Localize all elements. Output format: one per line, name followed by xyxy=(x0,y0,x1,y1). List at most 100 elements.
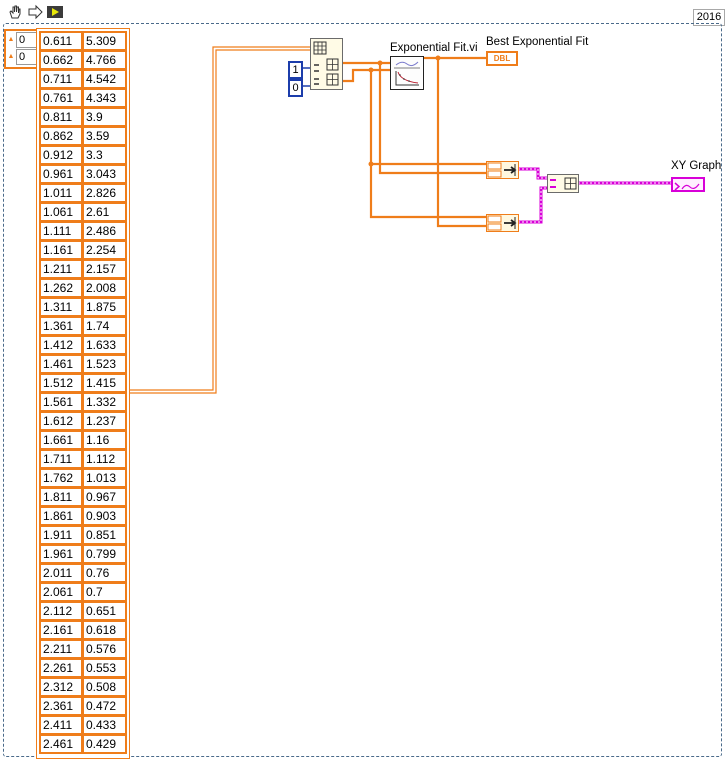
xy-graph-indicator[interactable] xyxy=(671,177,705,192)
exponential-fit-vi-icon[interactable] xyxy=(390,56,424,90)
y-value-cell[interactable]: 0.903 xyxy=(82,506,127,526)
build-cluster-array-node[interactable] xyxy=(547,174,579,193)
array-index-control[interactable]: ▲ 0 ▲ 0 xyxy=(4,29,38,69)
x-value-cell[interactable]: 2.361 xyxy=(39,696,83,716)
best-exponential-fit-indicator[interactable]: DBL xyxy=(486,51,518,66)
x-value-cell[interactable]: 1.211 xyxy=(39,259,83,279)
y-value-cell[interactable]: 3.9 xyxy=(82,107,127,127)
bundle-node-1[interactable] xyxy=(486,161,519,179)
x-value-cell[interactable]: 1.412 xyxy=(39,335,83,355)
y-value-cell[interactable]: 4.766 xyxy=(82,50,127,70)
y-value-cell[interactable]: 0.553 xyxy=(82,658,127,678)
index-row-increment-icon[interactable]: ▲ xyxy=(7,36,15,43)
x-value-cell[interactable]: 0.811 xyxy=(39,107,83,127)
x-value-cell[interactable]: 1.311 xyxy=(39,297,83,317)
highlight-execution-icon[interactable] xyxy=(46,3,64,21)
y-value-cell[interactable]: 0.576 xyxy=(82,639,127,659)
y-value-cell[interactable]: 2.254 xyxy=(82,240,127,260)
y-value-cell[interactable]: 2.61 xyxy=(82,202,127,222)
x-value-cell[interactable]: 2.411 xyxy=(39,715,83,735)
x-value-cell[interactable]: 1.762 xyxy=(39,468,83,488)
index-constant-1[interactable]: 1 xyxy=(288,61,303,79)
x-value-cell[interactable]: 0.862 xyxy=(39,126,83,146)
x-value-cell[interactable]: 1.161 xyxy=(39,240,83,260)
best-exponential-fit-label: Best Exponential Fit xyxy=(486,36,589,48)
y-value-cell[interactable]: 1.16 xyxy=(82,430,127,450)
index-col-increment-icon[interactable]: ▲ xyxy=(7,53,15,60)
y-value-cell[interactable]: 0.967 xyxy=(82,487,127,507)
y-value-cell[interactable]: 0.851 xyxy=(82,525,127,545)
y-value-cell[interactable]: 5.309 xyxy=(82,31,127,51)
x-value-cell[interactable]: 0.611 xyxy=(39,31,83,51)
x-value-cell[interactable]: 0.711 xyxy=(39,69,83,89)
array-index-col[interactable]: 0 xyxy=(16,49,38,65)
array-index-row[interactable]: 0 xyxy=(16,32,38,48)
xy-graph-label: XY Graph xyxy=(671,160,722,172)
x-value-cell[interactable]: 1.061 xyxy=(39,202,83,222)
y-value-cell[interactable]: 2.008 xyxy=(82,278,127,298)
y-value-cell[interactable]: 1.415 xyxy=(82,373,127,393)
y-value-cell[interactable]: 1.633 xyxy=(82,335,127,355)
y-value-cell[interactable]: 0.618 xyxy=(82,620,127,640)
x-value-cell[interactable]: 1.461 xyxy=(39,354,83,374)
x-value-cell[interactable]: 2.211 xyxy=(39,639,83,659)
x-value-cell[interactable]: 2.161 xyxy=(39,620,83,640)
x-value-cell[interactable]: 1.861 xyxy=(39,506,83,526)
y-value-cell[interactable]: 0.799 xyxy=(82,544,127,564)
index-constant-0[interactable]: 0 xyxy=(288,79,303,97)
y-value-cell[interactable]: 3.3 xyxy=(82,145,127,165)
y-value-cell[interactable]: 3.59 xyxy=(82,126,127,146)
y-value-cell[interactable]: 2.826 xyxy=(82,183,127,203)
run-arrow-icon[interactable] xyxy=(26,3,44,21)
x-value-cell[interactable]: 0.961 xyxy=(39,164,83,184)
x-value-cell[interactable]: 2.261 xyxy=(39,658,83,678)
y-value-cell[interactable]: 0.433 xyxy=(82,715,127,735)
y-value-cell[interactable]: 0.508 xyxy=(82,677,127,697)
x-value-cell[interactable]: 1.361 xyxy=(39,316,83,336)
x-value-cell[interactable]: 2.061 xyxy=(39,582,83,602)
y-value-cell[interactable]: 4.542 xyxy=(82,69,127,89)
x-value-cell[interactable]: 1.711 xyxy=(39,449,83,469)
x-value-cell[interactable]: 1.612 xyxy=(39,411,83,431)
y-value-cell[interactable]: 1.332 xyxy=(82,392,127,412)
x-value-cell[interactable]: 1.811 xyxy=(39,487,83,507)
x-value-cell[interactable]: 0.662 xyxy=(39,50,83,70)
y-value-cell[interactable]: 1.237 xyxy=(82,411,127,431)
y-value-cell[interactable]: 1.013 xyxy=(82,468,127,488)
x-value-cell[interactable]: 1.561 xyxy=(39,392,83,412)
x-value-cell[interactable]: 2.312 xyxy=(39,677,83,697)
y-value-cell[interactable]: 1.875 xyxy=(82,297,127,317)
x-value-cell[interactable]: 1.111 xyxy=(39,221,83,241)
y-value-cell[interactable]: 3.043 xyxy=(82,164,127,184)
x-value-cell[interactable]: 1.661 xyxy=(39,430,83,450)
x-value-cell[interactable]: 1.911 xyxy=(39,525,83,545)
x-value-cell[interactable]: 1.961 xyxy=(39,544,83,564)
x-value-cell[interactable]: 0.912 xyxy=(39,145,83,165)
x-value-cell[interactable]: 2.011 xyxy=(39,563,83,583)
y-value-cell[interactable]: 2.486 xyxy=(82,221,127,241)
y-value-cell[interactable]: 0.76 xyxy=(82,563,127,583)
operate-hand-icon[interactable] xyxy=(6,3,24,21)
y-value-cell[interactable]: 0.472 xyxy=(82,696,127,716)
bundle-node-2[interactable] xyxy=(486,214,519,232)
y-value-cell[interactable]: 0.7 xyxy=(82,582,127,602)
x-value-cell[interactable]: 2.461 xyxy=(39,734,83,754)
build-array-node[interactable] xyxy=(310,38,343,90)
year-badge: 2016 xyxy=(693,9,725,26)
exponential-fit-label: Exponential Fit.vi xyxy=(390,42,478,54)
y-value-cell[interactable]: 1.523 xyxy=(82,354,127,374)
x-value-cell[interactable]: 2.112 xyxy=(39,601,83,621)
y-value-cell[interactable]: 0.651 xyxy=(82,601,127,621)
x-value-cell[interactable]: 1.512 xyxy=(39,373,83,393)
x-value-cell[interactable]: 1.011 xyxy=(39,183,83,203)
x-value-cell[interactable]: 0.761 xyxy=(39,88,83,108)
y-value-cell[interactable]: 1.112 xyxy=(82,449,127,469)
y-value-cell[interactable]: 4.343 xyxy=(82,88,127,108)
dbl-type-label: DBL xyxy=(493,54,511,63)
y-value-cell[interactable]: 2.157 xyxy=(82,259,127,279)
y-value-cell[interactable]: 0.429 xyxy=(82,734,127,754)
x-value-cell[interactable]: 1.262 xyxy=(39,278,83,298)
y-value-cell[interactable]: 1.74 xyxy=(82,316,127,336)
